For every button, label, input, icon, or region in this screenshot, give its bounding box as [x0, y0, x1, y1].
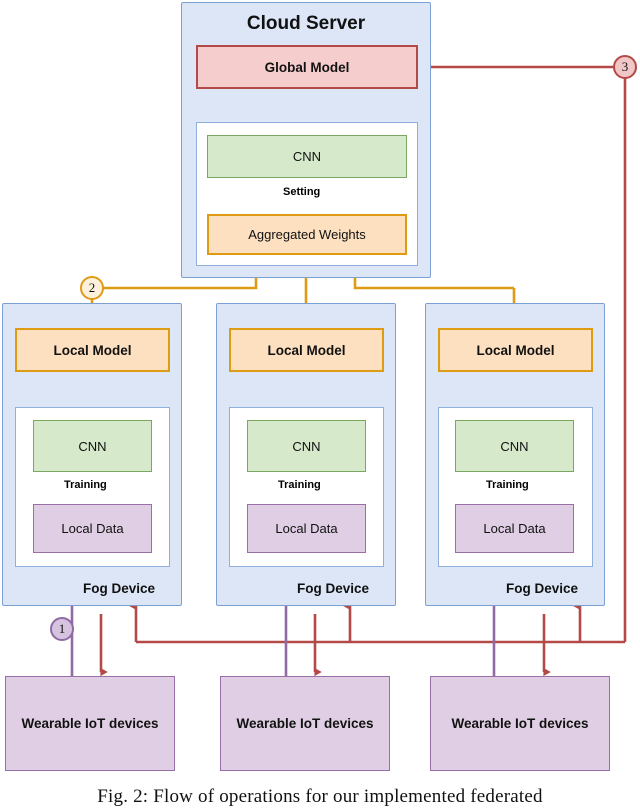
- step-badge-2-number: 2: [88, 280, 96, 295]
- cloud-server-title: Cloud Server: [181, 10, 431, 38]
- local-data-label-1: Local Data: [61, 521, 124, 536]
- local-data-box-3[interactable]: Local Data: [455, 504, 574, 553]
- fog-cycle-label-3: Training: [485, 479, 530, 491]
- flow-red-global-to-iot: [99, 65, 627, 677]
- cloud-server-title-text: Cloud Server: [246, 13, 366, 34]
- local-model-label-2: Local Model: [267, 342, 346, 358]
- local-model-label-1: Local Model: [53, 342, 132, 358]
- wearable-iot-label-3: Wearable IoT devices: [451, 716, 589, 731]
- local-data-label-2: Local Data: [275, 521, 338, 536]
- step-badge-1-number: 1: [58, 621, 66, 636]
- wearable-iot-label-1: Wearable IoT devices: [21, 716, 159, 731]
- global-model-box[interactable]: Global Model: [196, 45, 418, 89]
- fog-cnn-box-2[interactable]: CNN: [247, 420, 366, 472]
- fog-device-name-1: Fog Device: [83, 581, 156, 596]
- cloud-cycle-label: Setting: [282, 186, 322, 198]
- fog-device-name-3: Fog Device: [506, 581, 579, 596]
- local-model-box-3[interactable]: Local Model: [438, 328, 593, 372]
- step-badge-2[interactable]: 2: [80, 276, 104, 300]
- cloud-cnn-box[interactable]: CNN: [207, 135, 407, 178]
- fog-cnn-label-2: CNN: [292, 438, 321, 454]
- fog-cnn-box-3[interactable]: CNN: [455, 420, 574, 472]
- local-model-label-3: Local Model: [476, 342, 555, 358]
- local-model-box-1[interactable]: Local Model: [15, 328, 170, 372]
- fog-cycle-label-2: Training: [277, 479, 322, 491]
- step-badge-3-number: 3: [621, 59, 629, 74]
- step-badge-1[interactable]: 1: [50, 617, 74, 641]
- fog-device-name-2: Fog Device: [297, 581, 370, 596]
- local-data-box-1[interactable]: Local Data: [33, 504, 152, 553]
- fog-cnn-box-1[interactable]: CNN: [33, 420, 152, 472]
- local-model-box-2[interactable]: Local Model: [229, 328, 384, 372]
- local-data-box-2[interactable]: Local Data: [247, 504, 366, 553]
- cloud-cnn-label: CNN: [292, 149, 322, 164]
- step-badge-3[interactable]: 3: [613, 55, 637, 79]
- aggregated-weights-label: Aggregated Weights: [248, 227, 366, 242]
- wearable-iot-box-3[interactable]: Wearable IoT devices: [430, 676, 610, 771]
- fog-cycle-label-1: Training: [63, 479, 108, 491]
- global-model-label: Global Model: [264, 59, 350, 75]
- figure-caption: Fig. 2: Flow of operations for our imple…: [97, 786, 543, 807]
- wearable-iot-box-2[interactable]: Wearable IoT devices: [220, 676, 390, 771]
- wearable-iot-label-2: Wearable IoT devices: [236, 716, 374, 731]
- aggregated-weights-box[interactable]: Aggregated Weights: [207, 214, 407, 255]
- fog-cnn-label-3: CNN: [500, 438, 529, 454]
- fog-cnn-label-1: CNN: [78, 438, 107, 454]
- local-data-label-3: Local Data: [483, 521, 546, 536]
- wearable-iot-box-1[interactable]: Wearable IoT devices: [5, 676, 175, 771]
